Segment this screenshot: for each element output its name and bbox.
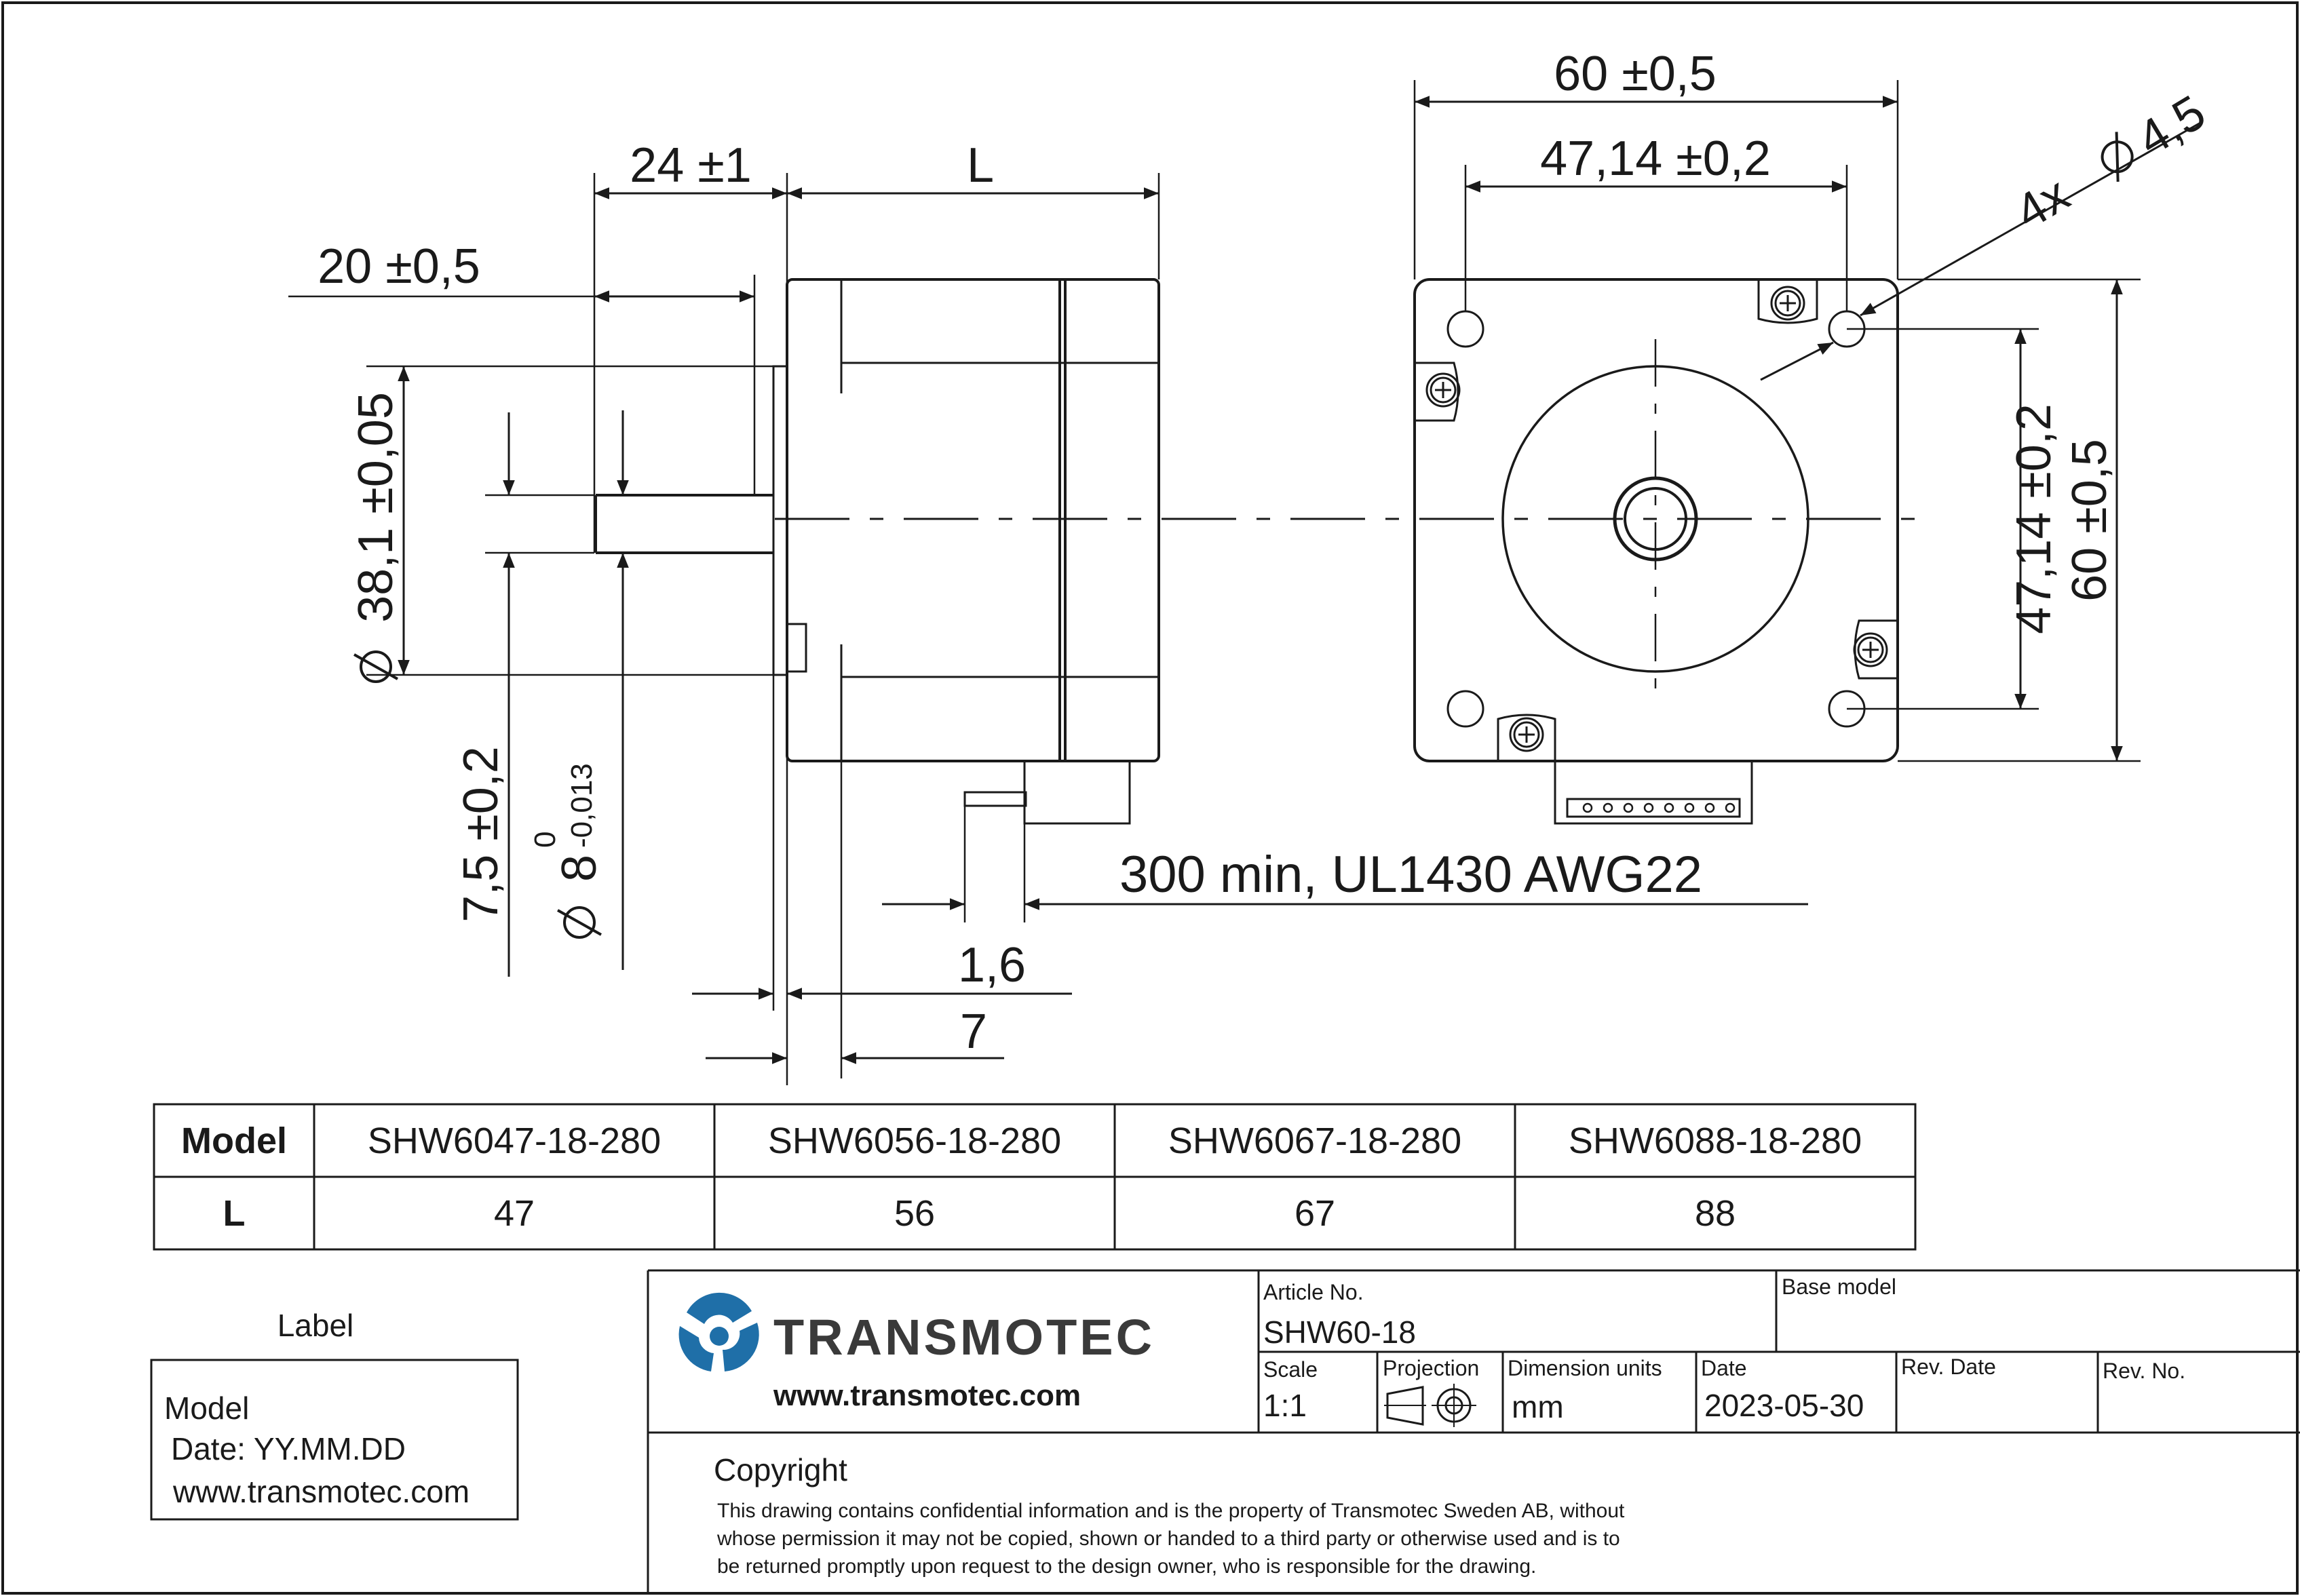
diameter-icon [2101, 132, 2134, 182]
brand-website: www.transmotec.com [773, 1379, 1081, 1412]
dim-hole-spacing-v: 47,14 ±0,2 [2007, 404, 2061, 634]
projection-label: Projection [1383, 1356, 1479, 1380]
rev-date-label: Rev. Date [1901, 1355, 1996, 1379]
wire-spec: 300 min, UL1430 AWG22 [1119, 846, 1702, 903]
dim-units-label: Dimension units [1508, 1356, 1662, 1380]
dim-shaft-dia: 8 [552, 855, 607, 882]
dim-pilot-dia: 38,1 ±0,05 [349, 392, 403, 623]
front-dimension-lines [1413, 80, 2202, 762]
scale-value: 1:1 [1263, 1388, 1307, 1423]
model-table: Model L SHW6047-18-280 SHW6056-18-280 SH… [153, 1103, 1917, 1251]
copyright-line-1: This drawing contains confidential infor… [717, 1500, 1625, 1522]
front-view [1413, 278, 1899, 825]
dim-body-length: L [967, 138, 994, 193]
table-model-cell: SHW6088-18-280 [1569, 1121, 1862, 1161]
table-length-cell: 67 [1295, 1193, 1335, 1234]
side-dimension-lines [398, 187, 1808, 1064]
table-model-cell: SHW6067-18-280 [1168, 1121, 1461, 1161]
table-header-model: Model [181, 1121, 287, 1161]
dim-hole-dia: 4,5 [2128, 85, 2215, 166]
date-label: Date [1701, 1356, 1747, 1380]
label-line-date: Date: YY.MM.DD [171, 1431, 406, 1466]
dim-shaft-flat-length: 20 ±0,5 [318, 239, 480, 294]
article-no-value: SHW60-18 [1263, 1315, 1416, 1350]
diameter-icon [353, 650, 398, 683]
article-no-label: Article No. [1263, 1280, 1364, 1304]
dim-shaft-tol-upper: 0 [529, 832, 562, 848]
title-block: TRANSMOTEC www.transmotec.com Article No… [647, 1269, 2300, 1593]
diameter-icon [557, 906, 602, 939]
label-line-model: Model [164, 1390, 249, 1426]
copyright-line-3: be returned promptly upon request to the… [717, 1555, 1536, 1578]
copyright-line-2: whose permission it may not be copied, s… [716, 1527, 1620, 1550]
dim-flange-thickness: 7 [960, 1005, 987, 1059]
dim-units-value: mm [1512, 1389, 1564, 1424]
label-box: Label Model Date: YY.MM.DD www.transmote… [150, 1308, 519, 1521]
copyright-title: Copyright [714, 1452, 847, 1487]
dim-width-total: 60 ±0,5 [1554, 47, 1717, 101]
table-model-cell: SHW6056-18-280 [768, 1121, 1061, 1161]
scale-label: Scale [1263, 1357, 1318, 1382]
table-header-l: L [223, 1193, 246, 1234]
dim-hole-spacing-h: 47,14 ±0,2 [1540, 132, 1771, 186]
base-model-label: Base model [1782, 1274, 1896, 1299]
label-line-website: www.transmotec.com [172, 1474, 469, 1509]
dim-height-total: 60 ±0,5 [2063, 439, 2117, 602]
logo-mark-icon [678, 1292, 759, 1371]
table-model-cell: SHW6047-18-280 [368, 1121, 661, 1161]
rev-no-label: Rev. No. [2103, 1359, 2185, 1383]
table-length-cell: 56 [894, 1193, 935, 1234]
table-length-cell: 88 [1695, 1193, 1736, 1234]
label-title: Label [277, 1308, 354, 1343]
dim-pilot-depth: 1,6 [958, 938, 1026, 992]
transmotec-logo: TRANSMOTEC www.transmotec.com [678, 1292, 1155, 1412]
side-extension-lines [288, 173, 1160, 1085]
table-length-cell: 47 [494, 1193, 535, 1234]
projection-symbol-icon [1384, 1384, 1476, 1427]
dim-shaft-tol-lower: -0,013 [565, 763, 598, 848]
side-view [594, 278, 1927, 825]
date-value: 2023-05-30 [1704, 1388, 1864, 1423]
dim-flange-to-shaft: 24 ±1 [630, 138, 752, 193]
brand-name: TRANSMOTEC [773, 1309, 1155, 1365]
dim-flat-depth: 7,5 ±0,2 [454, 746, 508, 922]
dim-hole-count: 4x [2006, 167, 2078, 240]
